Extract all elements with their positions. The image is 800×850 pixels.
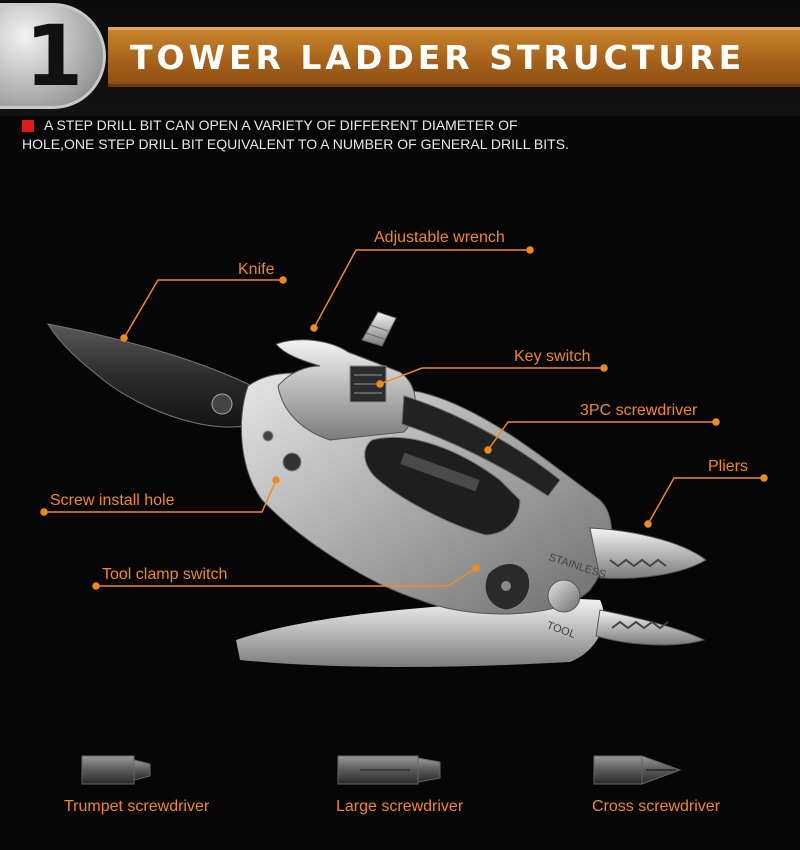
pivot-screw bbox=[547, 579, 581, 613]
leader-screw-hole bbox=[44, 479, 277, 513]
bit-large-icon bbox=[337, 755, 441, 785]
section-number-badge bbox=[0, 3, 106, 109]
knife-blade bbox=[46, 323, 263, 428]
leader-key-switch bbox=[379, 367, 604, 385]
leader-pliers bbox=[647, 477, 764, 525]
label-pliers: Pliers bbox=[708, 458, 749, 475]
wrench-screw bbox=[361, 311, 397, 347]
section-number: 1 bbox=[24, 7, 84, 105]
bit-trumpet-icon bbox=[81, 755, 151, 785]
pliers-lower-jaw bbox=[595, 609, 706, 646]
description-line-1: A STEP DRILL BIT CAN OPEN A VARIETY OF D… bbox=[44, 117, 518, 133]
side-rail bbox=[401, 395, 561, 497]
label-adjustable-wrench: Adjustable wrench bbox=[374, 229, 505, 246]
wrench-head bbox=[275, 339, 417, 441]
leader-knife bbox=[123, 279, 283, 339]
label-knife: Knife bbox=[238, 261, 275, 278]
page-title: TOWER LADDER STRUCTURE bbox=[130, 38, 746, 77]
leader-clamp bbox=[96, 567, 477, 587]
label-screw-install-hole: Screw install hole bbox=[50, 492, 175, 509]
lower-handle bbox=[236, 598, 604, 667]
leader-wrench bbox=[313, 249, 530, 329]
leader-screwdriver bbox=[487, 421, 716, 451]
label-tool-clamp-switch: Tool clamp switch bbox=[102, 566, 228, 583]
bit-cross-icon bbox=[593, 755, 682, 785]
label-large-screwdriver: Large screwdriver bbox=[336, 798, 464, 815]
bullet-square-icon bbox=[22, 120, 34, 132]
label-trumpet-screwdriver: Trumpet screwdriver bbox=[64, 798, 210, 815]
description: A STEP DRILL BIT CAN OPEN A VARIETY OF D… bbox=[22, 116, 642, 154]
label-3pc-screwdriver: 3PC screwdriver bbox=[580, 402, 698, 419]
description-line-2: HOLE,ONE STEP DRILL BIT EQUIVALENT TO A … bbox=[22, 136, 569, 152]
knife-pivot bbox=[211, 393, 233, 415]
pliers-upper-jaw bbox=[589, 527, 707, 579]
title-bar bbox=[108, 27, 800, 87]
label-cross-screwdriver: Cross screwdriver bbox=[592, 798, 721, 815]
label-key-switch: Key switch bbox=[514, 348, 591, 365]
screw-hole bbox=[282, 452, 302, 472]
